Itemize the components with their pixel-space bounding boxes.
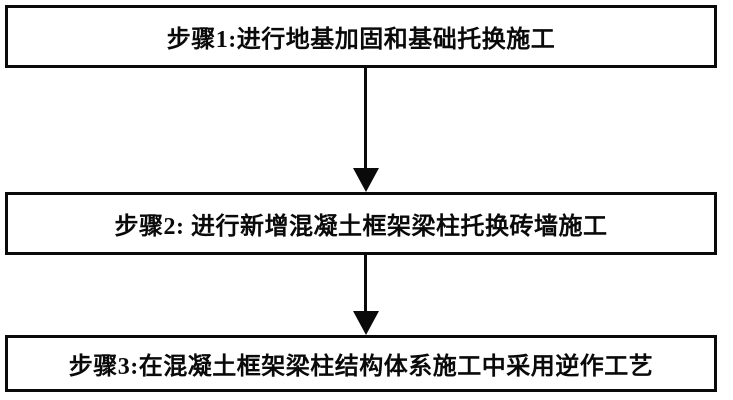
arrow-head-icon	[352, 168, 379, 192]
arrow-head-icon	[352, 311, 379, 335]
arrow-line	[364, 68, 367, 170]
step-box-3: 步骤3:在混凝土框架梁柱结构体系施工中采用逆作工艺	[5, 335, 717, 392]
arrow-line	[364, 255, 367, 313]
step-1-label: 步骤1:进行地基加固和基础托换施工	[166, 27, 556, 53]
step-box-2: 步骤2: 进行新增混凝土框架梁柱托换砖墙施工	[5, 192, 717, 255]
step-box-1: 步骤1:进行地基加固和基础托换施工	[5, 5, 717, 68]
step-2-label: 步骤2: 进行新增混凝土框架梁柱托换砖墙施工	[114, 214, 608, 240]
step-3-label: 步骤3:在混凝土框架梁柱结构体系施工中采用逆作工艺	[68, 354, 654, 380]
